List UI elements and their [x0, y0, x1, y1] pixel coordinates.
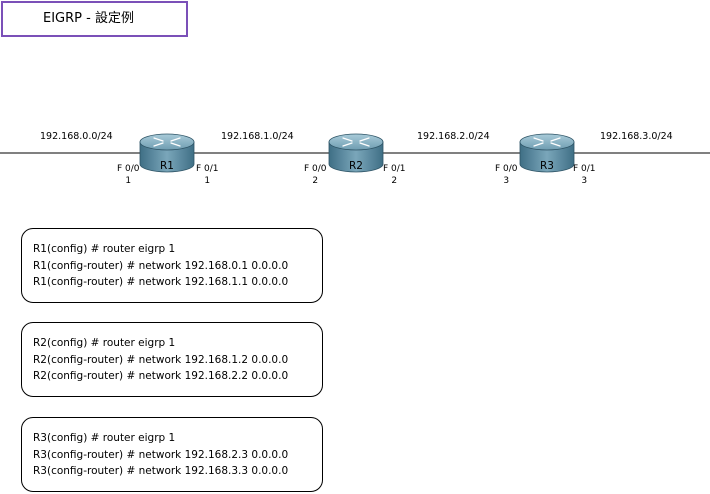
config-box-r1: R1(config) # router eigrp 1 R1(config-ro… [21, 228, 323, 303]
r2-if-left-name: F 0/0 [304, 164, 327, 174]
r1-if-left-name: F 0/0 [117, 164, 140, 174]
r2-if-left: F 0/0 2 [304, 163, 327, 187]
r1-if-left: F 0/0 1 [117, 163, 140, 187]
diagram-title-text: EIGRP - 設定例 [43, 11, 134, 26]
r3-if-left-name: F 0/0 [495, 164, 518, 174]
r3-if-right: F 0/1 3 [573, 163, 596, 187]
network-label-3: 192.168.3.0/24 [600, 131, 673, 142]
r3-if-right-name: F 0/1 [573, 164, 596, 174]
config-line: R3(config-router) # network 192.168.2.3 … [33, 448, 289, 461]
config-line: R3(config) # router eigrp 1 [33, 432, 176, 444]
r3-if-left-num: 3 [503, 176, 510, 186]
config-line: R2(config-router) # network 192.168.2.2 … [33, 370, 289, 382]
router-label-r3: R3 [540, 160, 554, 172]
router-label-r2: R2 [349, 160, 363, 172]
network-topology [0, 133, 710, 173]
config-box-r3: R3(config) # router eigrp 1 R3(config-ro… [21, 417, 323, 492]
network-label-2: 192.168.2.0/24 [417, 131, 490, 142]
router-icon-r3 [519, 133, 575, 173]
router-label-r1: R1 [160, 160, 174, 172]
r1-if-right: F 0/1 1 [196, 163, 219, 187]
config-line: R1(config-router) # network 192.168.1.1 … [33, 276, 289, 288]
config-box-r2: R2(config) # router eigrp 1 R2(config-ro… [21, 322, 323, 397]
config-line: R1(config-router) # network 192.168.0.1 … [33, 259, 289, 272]
network-label-1: 192.168.1.0/24 [221, 131, 294, 142]
r2-if-right-num: 2 [391, 176, 398, 186]
network-label-0: 192.168.0.0/24 [40, 131, 113, 142]
r3-if-left: F 0/0 3 [495, 163, 518, 187]
config-line: R3(config-router) # network 192.168.3.3 … [33, 465, 289, 477]
r1-if-right-num: 1 [204, 176, 211, 186]
r3-if-right-num: 3 [581, 176, 588, 186]
r2-if-right-name: F 0/1 [383, 164, 406, 174]
r2-if-left-num: 2 [312, 176, 319, 186]
r2-if-right: F 0/1 2 [383, 163, 406, 187]
r1-if-left-num: 1 [125, 176, 132, 186]
config-line: R2(config) # router eigrp 1 [33, 337, 176, 349]
config-line: R1(config) # router eigrp 1 [33, 243, 176, 255]
diagram-title: EIGRP - 設定例 [1, 1, 188, 37]
config-line: R2(config-router) # network 192.168.1.2 … [33, 353, 289, 366]
router-icon-r2 [328, 133, 384, 173]
router-icon-r1 [139, 133, 195, 173]
r1-if-right-name: F 0/1 [196, 164, 219, 174]
